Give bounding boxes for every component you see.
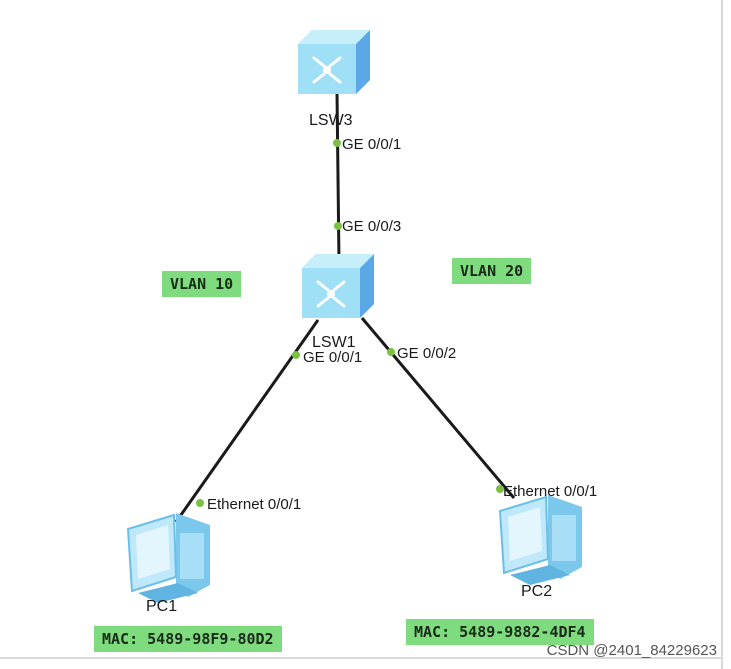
port-dot-lsw3-ge001: [333, 139, 341, 147]
mac-tag-pc2: MAC: 5489-9882-4DF4: [406, 619, 594, 645]
link-lsw1-pc1: [174, 319, 320, 523]
pc-label-pc2: PC2: [521, 583, 553, 600]
port-dot-lsw1-ge003: [334, 222, 342, 230]
vlan-tag-left: VLAN 10: [162, 271, 242, 297]
pc-icon[interactable]: [498, 495, 582, 585]
port-label-lsw1-ge003: GE 0/0/3: [342, 218, 402, 235]
port-label-lsw1-ge001: GE 0/0/1: [303, 349, 363, 366]
canvas-border-bottom: [0, 657, 722, 659]
port-label-lsw3-ge001: GE 0/0/1: [342, 136, 402, 153]
link-lsw3-lsw1: [335, 91, 341, 263]
switch-icon[interactable]: [302, 254, 374, 318]
mac-tag-pc1: MAC: 5489-98F9-80D2: [94, 626, 282, 652]
port-dot-lsw1-ge002: [387, 348, 395, 356]
switch-label-lsw1: LSW1: [312, 334, 356, 351]
port-dot-pc2-eth: [496, 485, 504, 493]
pc-label-pc1: PC1: [146, 598, 178, 615]
switch-label-lsw3: LSW3: [309, 112, 353, 129]
port-dot-lsw1-ge001: [292, 351, 300, 359]
port-label-lsw1-ge002: GE 0/0/2: [397, 345, 457, 362]
port-dot-pc1-eth: [196, 499, 204, 507]
canvas-border-right: [721, 0, 723, 669]
link-lsw1-pc2: [360, 317, 516, 499]
vlan-tag-right: VLAN 20: [452, 258, 532, 284]
switch-icon[interactable]: [298, 30, 370, 94]
pc-icon[interactable]: [126, 513, 210, 603]
watermark: CSDN @2401_84229623: [546, 642, 717, 659]
port-label-pc1-eth: Ethernet 0/0/1: [207, 496, 302, 513]
port-label-pc2-eth: Ethernet 0/0/1: [503, 483, 598, 500]
